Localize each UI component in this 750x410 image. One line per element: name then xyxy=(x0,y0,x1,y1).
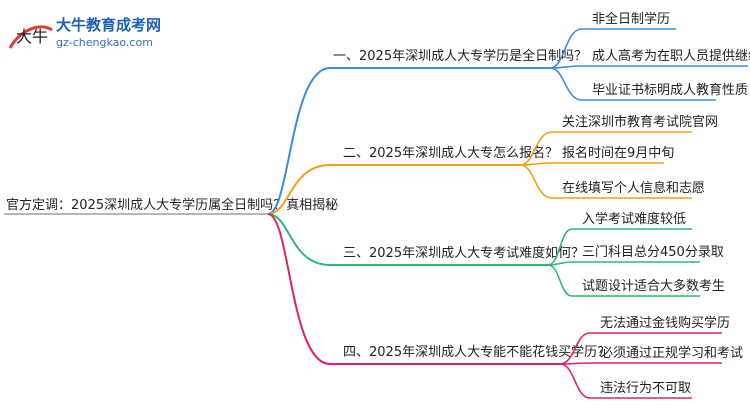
branch-1-label: 一、2025年深圳成人大专学历是全日制吗？ xyxy=(333,48,587,64)
logo-url: gz-chengkao.com xyxy=(56,36,153,49)
leaf-3-2: 三门科目总分450分录取 xyxy=(582,245,724,260)
leaf-1-3: 毕业证书标明成人教育性质 xyxy=(592,82,748,98)
branch-3-label: 三、2025年深圳成人大专考试难度如何？ xyxy=(343,245,584,261)
logo-title: 大牛教育成考网 xyxy=(56,16,161,34)
leaf-4-1: 无法通过金钱购买学历 xyxy=(600,315,730,331)
root-label: 官方定调：2025深圳成人大专学历属全日制吗？真相揭秘 xyxy=(6,197,338,213)
leaf-1-1: 非全日制学历 xyxy=(592,11,670,27)
logo-mark-icon: 大牛 xyxy=(8,25,53,49)
leaf-2-1: 关注深圳市教育考试院官网 xyxy=(562,114,718,130)
site-logo: 大牛 大牛教育成考网 gz-chengkao.com xyxy=(8,16,161,49)
leaf-3-1: 入学考试难度较低 xyxy=(582,211,686,227)
leaf-3-3: 试题设计适合大多数考生 xyxy=(582,278,725,294)
root-node: 官方定调：2025深圳成人大专学历属全日制吗？真相揭秘 xyxy=(4,197,338,215)
branch-4: 四、2025年深圳成人大专能不能花钱买学历？ 无法通过金钱购买学历 必须通过正规… xyxy=(267,213,743,399)
branch-1: 一、2025年深圳成人大专学历是全日制吗？ 非全日制学历 成人高考为在职人员提供… xyxy=(267,11,750,215)
leaf-2-3: 在线填写个人信息和志愿 xyxy=(562,180,705,196)
branch-3: 三、2025年深圳成人大专考试难度如何？ 入学考试难度较低 三门科目总分450分… xyxy=(267,211,725,297)
leaf-2-2: 报名时间在9月中旬 xyxy=(562,145,674,161)
leaf-4-3: 违法行为不可取 xyxy=(600,381,691,396)
branch-2-label: 二、2025年深圳成人大专怎么报名？ xyxy=(343,145,558,161)
branch-2: 二、2025年深圳成人大专怎么报名？ 关注深圳市教育考试院官网 报名时间在9月中… xyxy=(267,114,718,215)
branch-4-label: 四、2025年深圳成人大专能不能花钱买学历？ xyxy=(343,344,610,360)
leaf-4-2: 必须通过正规学习和考试 xyxy=(600,345,743,361)
leaf-1-2: 成人高考为在职人员提供继续教育 xyxy=(592,48,750,64)
svg-text:大牛: 大牛 xyxy=(16,27,48,46)
